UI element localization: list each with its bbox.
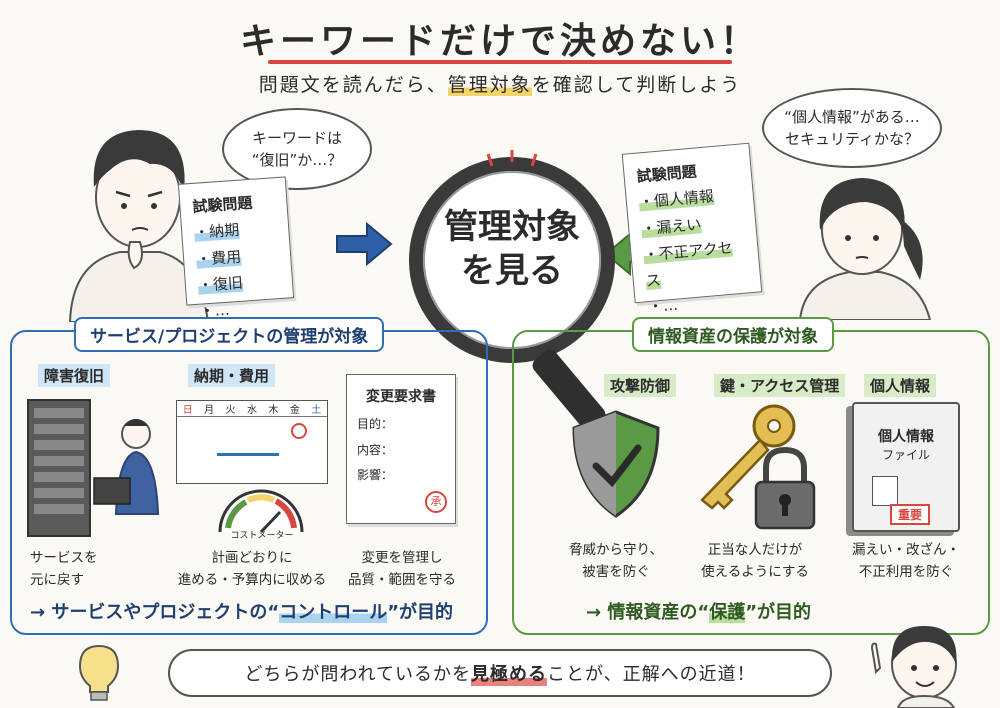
weekday: 金 — [289, 405, 300, 416]
privacy-tag: 個人情報 — [864, 374, 937, 397]
left-student-illustration — [68, 130, 210, 322]
subtitle-post: を確認して判断しよう — [531, 74, 742, 96]
calendar-icon: 日 月 火 水 木 金 土 — [176, 400, 328, 484]
page-subtitle: 問題文を読んだら、管理対象を確認して判断しよう — [0, 70, 1000, 97]
gauge-icon — [218, 489, 304, 534]
left-exam-paper: 試験問題 ・納期 ・費用 ・復旧 ・… — [177, 176, 295, 321]
right-thought-line1: “個人情報”がある… — [784, 107, 920, 126]
bottom-key: 見極める — [470, 660, 547, 686]
right-student-illustration — [798, 178, 932, 320]
schedule-tag: 納期・費用 — [188, 364, 276, 387]
privacy-caption: 漏えい・改ざん・ 不正利用を防ぐ — [846, 540, 966, 583]
file-label-line1: 個人情報 — [878, 429, 934, 445]
page-title: キーワードだけで決めない！ — [239, 21, 760, 62]
shield-icon — [572, 410, 660, 518]
schedule-arrow-bar — [217, 453, 279, 456]
goal-arrow: → — [586, 602, 602, 623]
weekday: 火 — [225, 405, 236, 416]
recovery-caption-line1: サービスを — [30, 550, 98, 566]
change-doc-field: 影響： — [357, 467, 394, 482]
document-icon: 変更要求書 目的： 内容： 影響： 承 — [346, 374, 456, 524]
schedule-caption-line2: 進める・予算内に収める — [177, 571, 327, 588]
right-thought-line2: セキュリティかな？ — [784, 130, 920, 148]
access-tag: 鍵・アクセス管理 — [714, 374, 846, 397]
arrow-right-icon — [336, 222, 393, 266]
right-thought-bubble: “個人情報”がある… セキュリティかな？ — [762, 88, 942, 168]
access-caption-line2: 使えるようにする — [701, 563, 809, 580]
recovery-caption: サービスを 元に戻す — [30, 548, 98, 591]
defense-caption: 脅威から守り、 被害を防ぐ — [554, 540, 678, 583]
approval-stamp: 承 — [425, 491, 447, 513]
deadline-marker — [291, 423, 307, 439]
change-doc-field: 内容： — [357, 442, 394, 457]
pointing-student-illustration — [870, 626, 957, 708]
magnifier-line1: 管理対象 — [444, 207, 580, 247]
right-goal-key: 保護 — [709, 602, 746, 623]
server-icon — [27, 399, 160, 537]
left-thought-bubble: キーワードは “復旧”か…？ — [222, 108, 372, 190]
weekday: 土 — [311, 405, 322, 416]
change-doc-field: 目的： — [357, 417, 394, 432]
magnifier-line2: を見る — [461, 251, 563, 292]
left-panel-title: サービス/プロジェクトの管理が対象 — [74, 317, 385, 352]
right-goal: → 情報資産の“保護”が目的 — [586, 598, 811, 624]
weekday: 水 — [246, 405, 257, 416]
bottom-post: ことが、正解への近道！ — [546, 664, 756, 685]
right-panel-title: 情報資産の保護が対象 — [632, 317, 834, 352]
access-caption-line1: 正当な人だけが — [707, 542, 803, 558]
bottom-message: どちらが問われているかを見極めることが、正解への近道！ — [168, 649, 832, 697]
lightbulb-icon — [78, 644, 120, 701]
subtitle-pre: 問題文を読んだら、 — [258, 74, 448, 96]
change-caption-line2: 品質・範囲を守る — [348, 571, 456, 588]
privacy-caption-line1: 漏えい・改ざん・ — [852, 542, 960, 558]
recovery-tag: 障害復旧 — [38, 364, 111, 387]
weekday: 月 — [204, 405, 215, 416]
schedule-caption: 計画どおりに 進める・予算内に収める — [172, 548, 332, 591]
magnifier-text: 管理対象 を見る — [418, 205, 606, 293]
file-icon: 個人情報 ファイル 重要 — [852, 402, 960, 532]
goal-arrow: → — [30, 602, 46, 623]
right-paper-item: ・不正アクセス — [642, 238, 734, 291]
important-stamp: 重要 — [890, 504, 931, 525]
left-goal: → サービスやプロジェクトの“コントロール”が目的 — [30, 598, 453, 624]
change-caption-line1: 変更を管理し — [361, 550, 443, 566]
subtitle-highlight: 管理対象 — [447, 74, 532, 96]
weekday: 日 — [182, 405, 193, 416]
profile-photo-icon — [872, 476, 898, 506]
right-goal-pre: 情報資産の“ — [607, 602, 710, 623]
right-exam-paper: 試験問題 ・個人情報 ・漏えい ・不正アクセス ・… — [621, 142, 763, 316]
left-thought-line2: “復旧”か…？ — [251, 151, 343, 169]
padlock-icon — [754, 446, 816, 530]
defense-tag: 攻撃防御 — [604, 374, 677, 397]
left-goal-pre: サービスやプロジェクトの“ — [51, 602, 280, 623]
gauge-label: コストメーター — [230, 531, 294, 541]
access-caption: 正当な人だけが 使えるようにする — [690, 540, 820, 583]
change-doc-title: 変更要求書 — [366, 389, 436, 405]
change-caption: 変更を管理し 品質・範囲を守る — [342, 548, 462, 591]
left-thought-line1: キーワードは — [251, 128, 342, 147]
file-label-line2: ファイル — [881, 448, 930, 462]
calendar-weekdays: 日 月 火 水 木 金 土 — [177, 401, 327, 417]
defense-caption-line2: 被害を防ぐ — [582, 563, 650, 580]
right-goal-post: ”が目的 — [745, 602, 812, 623]
title-underline — [268, 60, 732, 64]
bottom-pre: どちらが問われているかを — [244, 664, 471, 685]
privacy-caption-line2: 不正利用を防ぐ — [858, 563, 954, 580]
key-icon — [700, 404, 796, 510]
left-goal-post: ”が目的 — [387, 602, 454, 623]
left-goal-key: コントロール — [279, 602, 388, 623]
schedule-caption-line1: 計画どおりに — [211, 550, 293, 566]
weekday: 木 — [268, 405, 279, 416]
defense-caption-line1: 脅威から守り、 — [569, 542, 663, 558]
recovery-caption-line2: 元に戻す — [30, 571, 84, 588]
